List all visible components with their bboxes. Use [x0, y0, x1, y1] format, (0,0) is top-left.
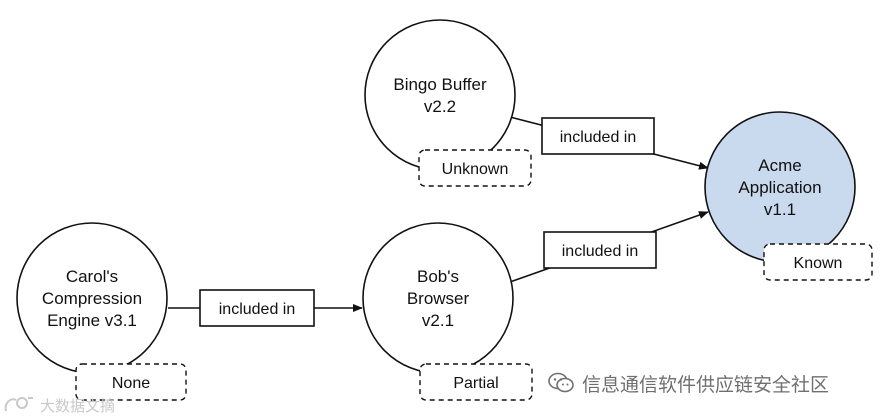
edge-label-box	[541, 117, 655, 155]
node-bingo	[364, 19, 516, 171]
node-bob-label: Browser	[407, 289, 470, 308]
edge-label: included in	[219, 301, 296, 318]
wechat-icon	[548, 372, 574, 393]
logo-icon	[4, 397, 33, 412]
watermark-logo-text: 大数据文摘	[40, 396, 116, 415]
watermark: 信息通信软件供应链安全社区	[548, 368, 888, 398]
node-bob-label: v2.1	[422, 311, 454, 330]
node-acme-label: Application	[738, 178, 821, 197]
node-bingo-status-text: Unknown	[442, 161, 509, 178]
node-bob-label: Bob's	[417, 267, 459, 286]
node-acme-status-badge	[763, 243, 873, 281]
watermark-text: 信息通信软件供应链安全社区	[582, 373, 830, 396]
node-carol-status-badge	[75, 363, 187, 401]
node-bob-status-badge	[419, 363, 533, 401]
edge-label: included in	[560, 129, 637, 146]
node-carol-label: Carol's	[66, 267, 118, 286]
edge-label-box	[543, 231, 657, 269]
node-bingo-status-badge	[418, 149, 532, 187]
node-carol-label: Compression	[42, 289, 142, 308]
node-bingo-label: v2.2	[424, 97, 456, 116]
node-acme-label: v1.1	[764, 200, 796, 219]
edge-label-box	[199, 289, 315, 327]
node-acme-label: Acme	[758, 156, 801, 175]
watermark-logo: 大数据文摘	[2, 392, 115, 418]
node-bob-status-text: Partial	[453, 375, 498, 392]
node-carol-label: Engine v3.1	[47, 311, 137, 330]
edge-label: included in	[562, 243, 639, 260]
node-carol-status-text: None	[112, 375, 150, 392]
node-bingo-label: Bingo Buffer	[393, 75, 487, 94]
node-acme-status-text: Known	[794, 255, 843, 272]
